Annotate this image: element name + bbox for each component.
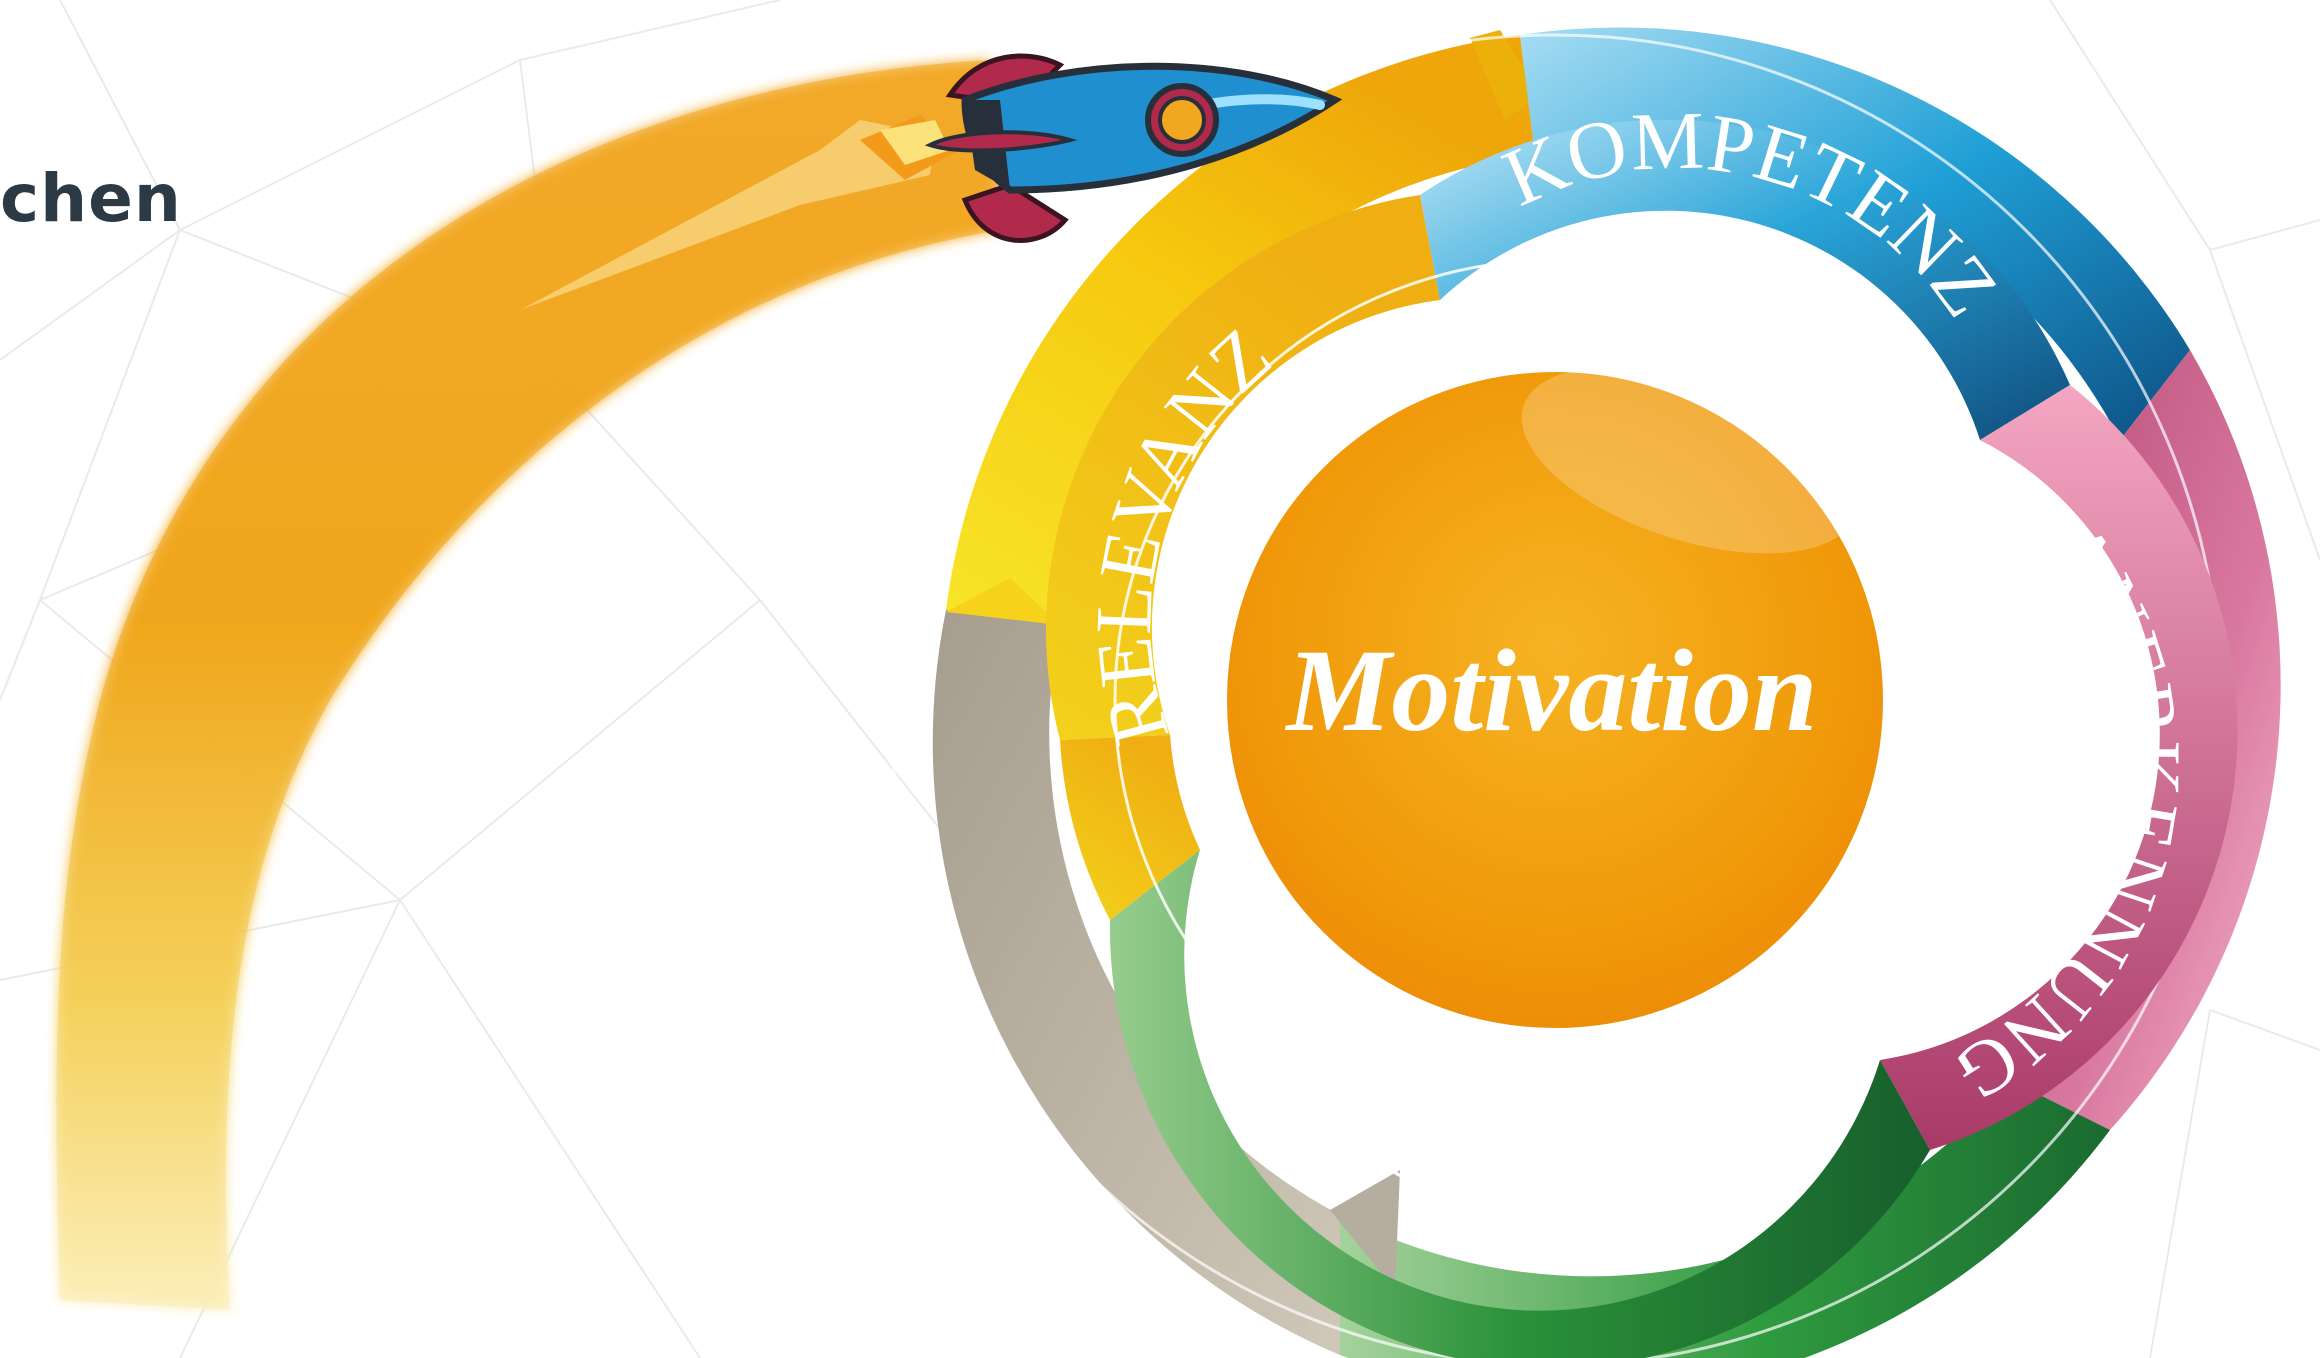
rocket-icon <box>520 53 1343 310</box>
center-label: Motivation <box>1284 625 1817 756</box>
inner-ring <box>1046 119 2238 1358</box>
page-heading: chen <box>0 160 182 237</box>
motivation-core <box>1223 368 1887 1032</box>
